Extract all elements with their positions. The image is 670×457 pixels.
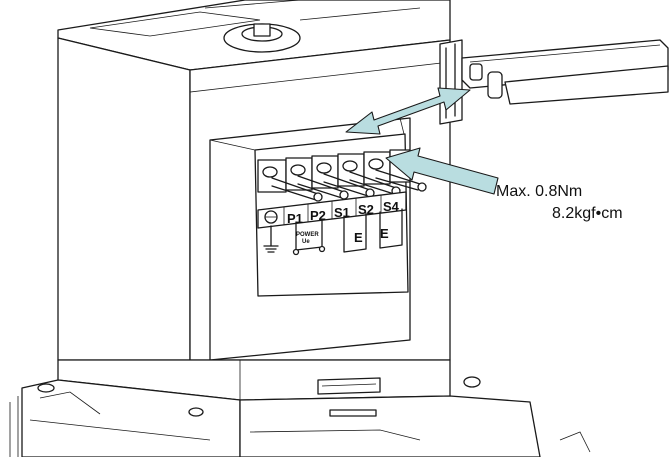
- terminal-label-s4: S4: [383, 199, 400, 214]
- terminal-wires: [271, 169, 427, 202]
- torque-value-nm: Max. 0.8Nm: [496, 183, 583, 200]
- cover-removal-arrow: [345, 87, 471, 135]
- torque-arrow: [385, 147, 499, 195]
- terminal-label-s2: S2: [358, 202, 374, 217]
- torque-value-kgf: 8.2kgf•cm: [552, 205, 623, 222]
- earth-symbol-icon: [263, 245, 279, 253]
- terminal-label-p1: P1: [287, 211, 303, 226]
- terminal-cover-part: [461, 39, 669, 105]
- device-base: [9, 359, 591, 457]
- e-label-left: E: [354, 230, 363, 245]
- e-label-right: E: [380, 226, 389, 241]
- wiring-symbols: POWER Ue E E: [263, 208, 403, 256]
- terminal-label-strip: P1 P2 S1 S2 S4: [257, 191, 407, 229]
- terminal-label-p2: P2: [310, 208, 326, 223]
- terminal-label-s1: S1: [334, 205, 350, 220]
- power-label: POWER: [296, 232, 319, 238]
- housing-side-latch: [439, 39, 463, 125]
- ue-label: Ue: [302, 239, 310, 245]
